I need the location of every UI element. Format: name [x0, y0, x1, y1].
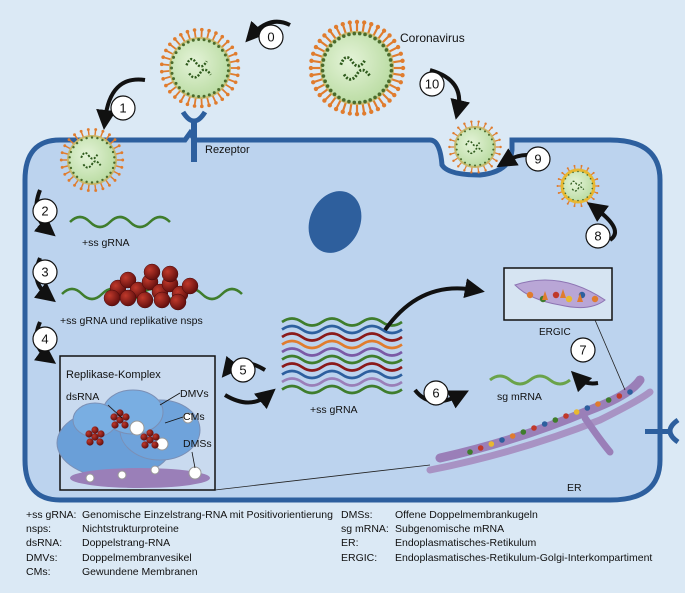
legend-row: ERGIC: Endoplasmatisches-Retikulum-Golgi-…	[341, 551, 652, 565]
legend-value: Genomische Einzelstrang-RNA mit Positivo…	[82, 509, 333, 521]
legend-key: dsRNA:	[26, 537, 63, 550]
legend-key: nsps:	[26, 523, 52, 536]
legend-value: Subgenomische mRNA	[395, 523, 505, 536]
virus-particle-budding	[448, 120, 502, 174]
step-number: 1	[119, 101, 126, 116]
label-cms: CMs	[183, 411, 205, 423]
step-number: 4	[41, 332, 48, 347]
virus-particle-entering	[59, 128, 125, 192]
label-coronavirus: Coronavirus	[400, 31, 465, 45]
rna-strand-stack	[281, 317, 403, 395]
receptor	[180, 110, 208, 162]
legend-row: +ss gRNA: Genomische Einzelstrang-RNA mit…	[26, 508, 333, 522]
legend-key: ERGIC:	[341, 551, 378, 564]
legend-value: Endoplasmatisches-Retikulum	[395, 537, 537, 550]
legend-row: dsRNA: Doppelstrang-RNA	[26, 536, 333, 550]
label-dmvs: DMVs	[180, 388, 209, 400]
rna-strand-1	[69, 215, 171, 229]
legend-row: ER: Endoplasmatisches-Retikulum	[341, 536, 652, 550]
step-3-marker: 3	[32, 259, 58, 285]
legend-row: CMs: Gewundene Membranen	[26, 565, 333, 579]
nucleus	[308, 191, 362, 253]
step-number: 9	[534, 152, 541, 167]
legend-right: DMSs: Offene Doppelmembrankugeln sg mRNA: S…	[341, 508, 652, 565]
legend-key: ER:	[341, 537, 359, 550]
step-7-marker: 7	[570, 337, 596, 363]
label-rezeptor: Rezeptor	[205, 144, 250, 156]
virus-particle-top-left	[159, 27, 241, 109]
step-number: 5	[239, 363, 246, 378]
legend-key: sg mRNA:	[341, 523, 389, 536]
step-number: 0	[267, 30, 274, 45]
legend-key: DMSs:	[341, 509, 373, 521]
step-number: 7	[579, 343, 586, 358]
label-replikase: Replikase-Komplex	[66, 369, 161, 381]
step-8-marker: 8	[585, 223, 611, 249]
legend-value: Nichtstrukturproteine	[82, 523, 179, 536]
step-0-marker: 0	[258, 24, 284, 50]
legend-row: nsps: Nichtstrukturproteine	[26, 522, 333, 536]
step-2-marker: 2	[32, 198, 58, 224]
legend-row: DMVs: Doppelmembranvesikel	[26, 551, 333, 565]
replicative-nsps-cluster	[103, 263, 199, 311]
label-dsrna: dsRNA	[66, 391, 99, 403]
step-4-marker: 4	[32, 326, 58, 352]
replikase-complex	[56, 389, 210, 488]
legend-row: DMSs: Offene Doppelmembrankugeln	[341, 508, 652, 522]
legend-value: Gewundene Membranen	[82, 565, 198, 578]
legend-key: CMs:	[26, 565, 51, 578]
label-ss-grna-nsps: +ss gRNA und replikative nsps	[60, 315, 203, 327]
label-dmss: DMSs	[183, 438, 212, 450]
label-ss-grna-2: +ss gRNA	[310, 404, 358, 416]
legend-value: Offene Doppelmembrankugeln	[395, 509, 538, 521]
step-number: 8	[594, 229, 601, 244]
virus-particle-top-right	[308, 19, 406, 117]
step-9-marker: 9	[525, 146, 551, 172]
legend-value: Endoplasmatisches-Retikulum-Golgi-Interk…	[395, 551, 653, 564]
virus-particle-assembled	[556, 164, 600, 208]
label-sg-mrna: sg mRNA	[497, 391, 542, 403]
label-ergic: ERGIC	[539, 327, 571, 338]
receptor-right	[645, 417, 680, 445]
legend-value: Doppelmembranvesikel	[82, 551, 192, 564]
step-number: 2	[41, 204, 48, 219]
step-1-marker: 1	[110, 95, 136, 121]
step-6-marker: 6	[423, 380, 449, 406]
label-er: ER	[567, 482, 582, 494]
legend-value: Doppelstrang-RNA	[82, 537, 171, 550]
step-5-marker: 5	[230, 357, 256, 383]
label-ss-grna-1: +ss gRNA	[82, 237, 130, 249]
sg-mrna-strand	[489, 374, 571, 386]
legend-left: +ss gRNA: Genomische Einzelstrang-RNA mit…	[26, 508, 333, 579]
legend-key: DMVs:	[26, 551, 58, 564]
step-number: 10	[425, 77, 439, 92]
step-number: 6	[432, 386, 439, 401]
step-number: 3	[41, 265, 48, 280]
legend-key: +ss gRNA:	[26, 509, 77, 521]
legend-row: sg mRNA: Subgenomische mRNA	[341, 522, 652, 536]
step-10-marker: 10	[419, 71, 445, 97]
